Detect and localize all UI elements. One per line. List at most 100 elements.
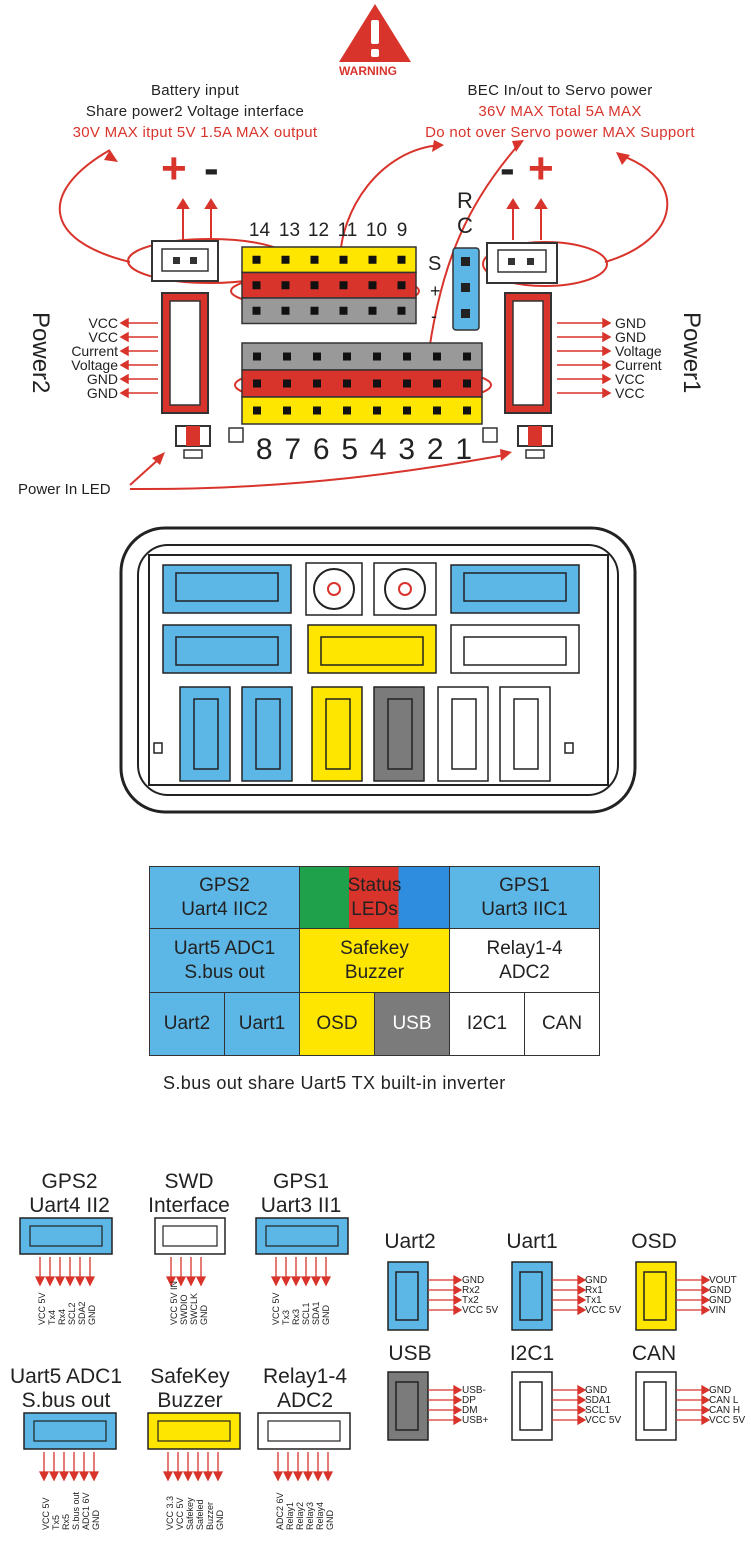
pin-arrow-head: [38, 1471, 50, 1482]
header-pin: [463, 352, 471, 361]
pin-arrow-head: [453, 1284, 463, 1296]
pin-arrow-head: [577, 1274, 587, 1286]
power1-pin: GND: [615, 315, 647, 331]
power2-pin: VCC: [88, 329, 118, 345]
pin-arrow-head: [577, 1294, 587, 1306]
pin-number: 11: [337, 220, 358, 241]
header-pin: [339, 306, 348, 315]
header-row: [241, 342, 483, 371]
pin-number: 9: [396, 220, 408, 241]
pin-label: Relay2: [295, 1501, 305, 1530]
power1-pin: VCC: [615, 385, 645, 401]
status-leds-label: Status LEDs: [347, 874, 402, 920]
pin-arrow-head: [453, 1274, 463, 1286]
servo-header: [151, 240, 558, 459]
header-pin: [373, 379, 381, 388]
pin-label: Rx3: [291, 1308, 301, 1325]
header-pin: [433, 406, 441, 415]
header-pin: [253, 379, 261, 388]
pin-arrow-head: [290, 1276, 302, 1287]
pin-arrow-head: [577, 1404, 587, 1416]
pin-label: SDA1: [311, 1301, 321, 1325]
header-pin: [403, 406, 411, 415]
power2-pin: GND: [86, 371, 118, 387]
map-relay: Relay1-4 ADC2: [449, 928, 600, 993]
pin-label: GND: [709, 1295, 732, 1306]
header-pin: [252, 281, 261, 290]
pin-number: 6: [312, 433, 330, 466]
pin-label: Tx5: [51, 1514, 61, 1530]
header-pin: [397, 281, 406, 290]
pin-label: Buzzer: [205, 1501, 215, 1530]
row-plus-label: +: [430, 281, 441, 301]
pin-number: 2: [426, 433, 444, 466]
header-pin: [463, 406, 471, 415]
sbus-note: S.bus out share Uart5 TX built-in invert…: [163, 1073, 506, 1093]
pin-arrow-head: [34, 1276, 46, 1287]
pin-arrow-head: [453, 1394, 463, 1406]
horizontal-connectors: [19, 1217, 351, 1482]
pin-label: VIN: [709, 1305, 726, 1316]
power1-pin: Current: [615, 357, 662, 373]
pin-label: Rx2: [462, 1285, 480, 1296]
pin-label: GND: [87, 1305, 97, 1325]
pin-arrow-head: [310, 1276, 322, 1287]
header-row: [241, 297, 417, 325]
header-pin: [252, 255, 261, 264]
pin-arrow-head: [453, 1304, 463, 1316]
pin-arrow-head: [577, 1304, 587, 1316]
header-pin: [313, 352, 321, 361]
rc-label-r: R: [457, 188, 473, 213]
battery-title: Battery input: [150, 82, 240, 99]
board-outline: [119, 526, 637, 814]
warning-label: WARNING: [339, 64, 397, 78]
map-osd: OSD: [299, 992, 375, 1056]
header-pin: [339, 281, 348, 290]
pin-label: ADC2 6V: [275, 1492, 285, 1530]
pin-number: 7: [284, 433, 302, 466]
uart1-pins: GND Rx1 Tx1 VCC 5V: [585, 1276, 621, 1316]
pin-arrow-head: [453, 1384, 463, 1396]
pin-arrow-head: [212, 1471, 224, 1482]
map-safekey: Safekey Buzzer: [299, 928, 450, 993]
pin-label: VCC 5V: [585, 1415, 622, 1426]
pin-label: VCC 5V: [271, 1292, 281, 1325]
pin-label: Tx1: [585, 1295, 602, 1306]
pin-arrow-head: [282, 1471, 294, 1482]
pin-label: Rx4: [57, 1308, 67, 1325]
pin-arrow-head: [165, 1276, 177, 1287]
swd-title: SWD Interface: [148, 1170, 230, 1217]
header-pin: [283, 406, 291, 415]
pin-label: Safeled: [195, 1499, 205, 1530]
pin-label: GND: [585, 1275, 608, 1286]
header-pin: [368, 281, 377, 290]
pin-label: GND: [709, 1285, 732, 1296]
header-pin: [368, 306, 377, 315]
header-pin: [433, 352, 441, 361]
pin-label: SDA1: [585, 1395, 612, 1406]
pin-label: VCC 5V: [41, 1497, 51, 1530]
header-pin: [339, 255, 348, 264]
map-can: CAN: [524, 992, 600, 1056]
minus-left: -: [204, 144, 219, 193]
minus-right: -: [500, 144, 515, 193]
power2-pin: GND: [86, 385, 118, 401]
pin-arrow-head: [192, 1471, 204, 1482]
pin-label: DP: [462, 1395, 476, 1406]
row-minus-label: -: [431, 306, 437, 326]
pin-label: CAN H: [709, 1405, 741, 1416]
header-pin: [283, 352, 291, 361]
pin-arrow-head: [58, 1471, 70, 1482]
osd-pins: VOUT GND GND VIN: [709, 1276, 737, 1316]
header-pin: [313, 406, 321, 415]
pin-arrow-head: [172, 1471, 184, 1482]
plus-left: +: [161, 144, 187, 193]
bec-spec: 36V MAX Total 5A MAX: [478, 103, 642, 120]
pin-label: Tx2: [462, 1295, 479, 1306]
pin-label: SWDIO: [179, 1294, 189, 1326]
pin-number: 5: [341, 433, 359, 466]
power1-pin: GND: [615, 329, 647, 345]
pin-number: 10: [365, 220, 388, 241]
pin-arrow-head: [68, 1471, 80, 1482]
header-row: [241, 396, 483, 425]
